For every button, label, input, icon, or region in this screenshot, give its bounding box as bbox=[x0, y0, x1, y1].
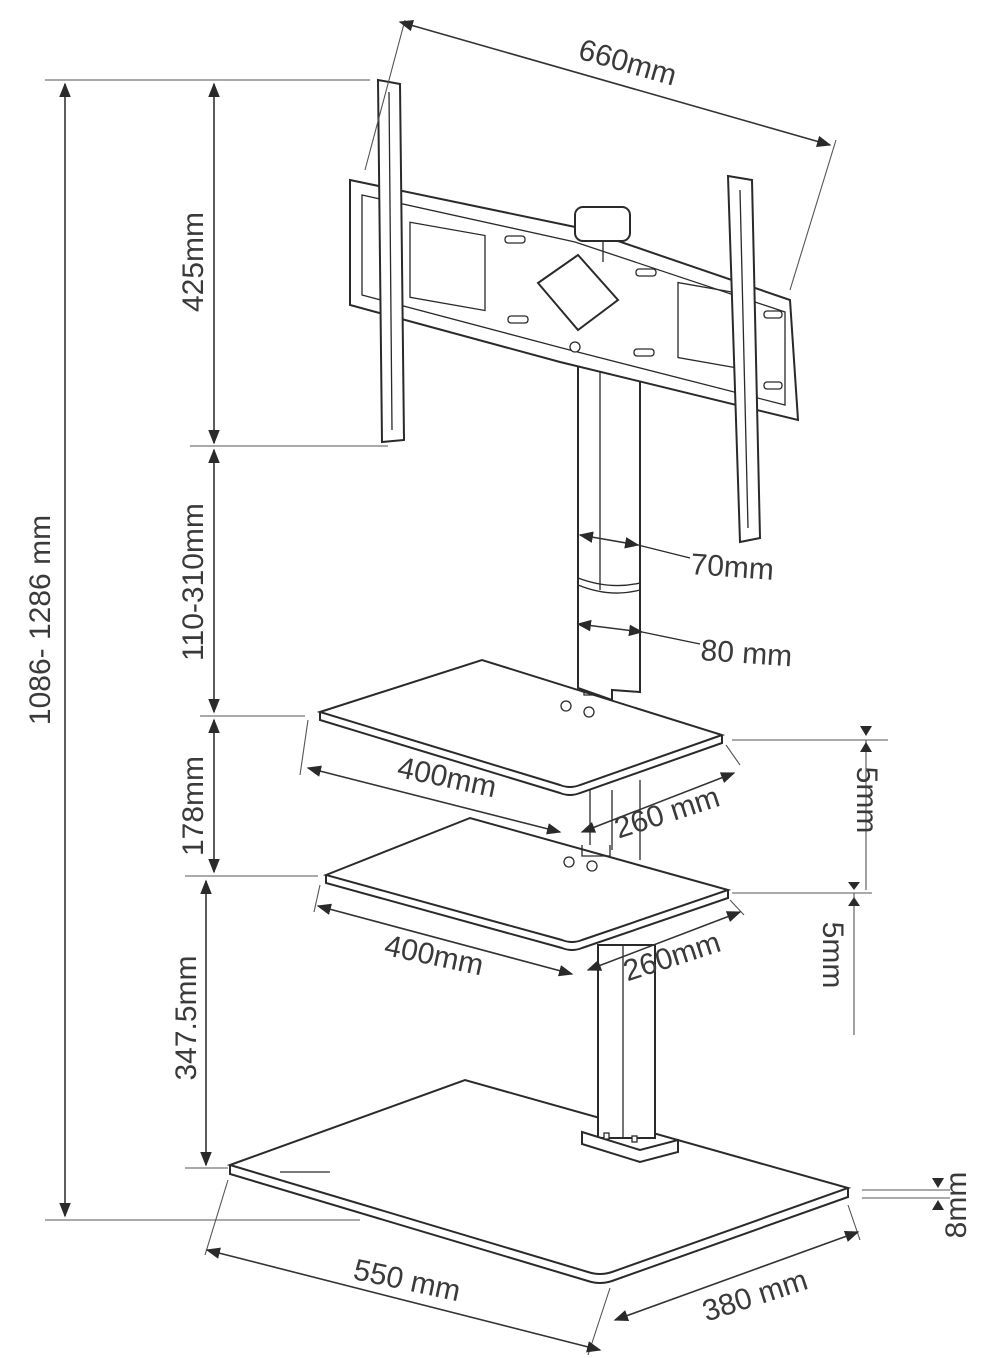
label-347-5: 347.5mm bbox=[170, 955, 203, 1080]
dim-shelf-gap: 178mm bbox=[177, 715, 318, 877]
label-base-8: 8mm bbox=[940, 1172, 973, 1239]
dim-lower-gap: 347.5mm bbox=[170, 879, 228, 1169]
left-vesa-bracket bbox=[376, 78, 406, 444]
tv-mount-plate bbox=[349, 178, 800, 422]
dim-top-shelf-thickness: 5mm bbox=[732, 726, 888, 890]
middle-shelf bbox=[322, 816, 732, 951]
dim-height-adjust: 110-310mm bbox=[177, 448, 220, 714]
label-178: 178mm bbox=[177, 756, 210, 856]
label-mid-5: 5mm bbox=[816, 922, 849, 989]
label-top-260: 260 mm bbox=[610, 781, 723, 846]
label-base-550: 550 mm bbox=[351, 1253, 464, 1308]
dim-column-lower: 80 mm bbox=[576, 619, 794, 673]
lower-column bbox=[581, 944, 679, 1164]
label-70: 70mm bbox=[690, 548, 775, 587]
dim-base-thickness: 8mm bbox=[862, 1172, 973, 1239]
dim-mount-height: 425mm bbox=[177, 79, 388, 447]
dim-mid-shelf-thickness: 5mm bbox=[732, 882, 872, 1035]
right-vesa-bracket bbox=[726, 174, 762, 544]
upper-column bbox=[577, 346, 641, 702]
label-base-380: 380 mm bbox=[698, 1264, 811, 1329]
label-top-5: 5mm bbox=[850, 767, 883, 834]
label-660: 660mm bbox=[575, 33, 680, 92]
label-80: 80 mm bbox=[700, 634, 794, 673]
dim-column-upper: 70mm bbox=[578, 531, 775, 587]
label-425: 425mm bbox=[177, 212, 210, 312]
label-mid-260: 260mm bbox=[619, 926, 724, 988]
dim-total-height: 1086- 1286 mm bbox=[24, 79, 360, 1221]
top-shelf bbox=[316, 658, 726, 796]
label-110-310: 110-310mm bbox=[177, 503, 210, 661]
label-total-height: 1086- 1286 mm bbox=[24, 515, 57, 725]
base-plate bbox=[226, 1078, 852, 1284]
